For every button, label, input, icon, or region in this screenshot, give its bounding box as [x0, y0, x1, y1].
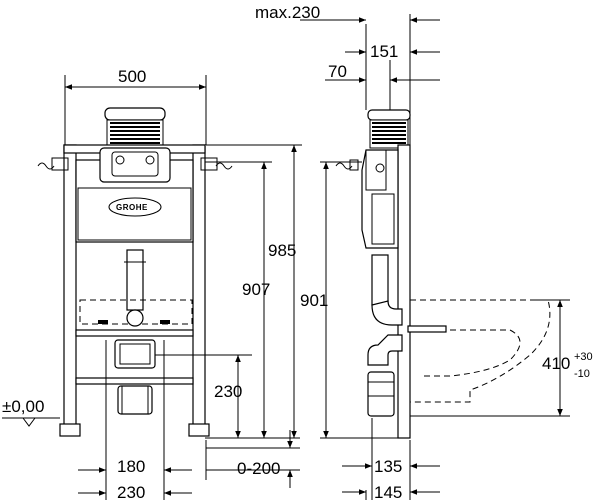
dim-tolerance-minus: -10	[574, 368, 590, 380]
dim-depth-145: 145	[374, 483, 402, 502]
dim-width-180: 180	[117, 457, 145, 476]
dim-width-230-bottom: 230	[117, 483, 145, 502]
dim-height-985: 985	[268, 241, 296, 260]
dim-max-230: max.230	[255, 3, 320, 22]
brand-logo: GROHE	[116, 203, 148, 212]
dim-height-230: 230	[214, 382, 242, 401]
dim-height-410: 410	[542, 354, 570, 373]
front-view: 500 GROHE	[2, 67, 302, 502]
dim-width-500: 500	[118, 67, 146, 86]
dim-tolerance-plus: +30	[574, 351, 593, 363]
dim-floor-level: ±0,00	[2, 397, 44, 416]
dim-range-0-200: 0-200	[237, 459, 280, 478]
dim-height-901: 901	[300, 291, 328, 310]
dim-depth-70: 70	[328, 62, 347, 81]
side-view: max.230 151 70	[255, 3, 593, 502]
dim-depth-135: 135	[374, 457, 402, 476]
dim-depth-151: 151	[370, 42, 398, 61]
dim-height-907: 907	[242, 280, 270, 299]
